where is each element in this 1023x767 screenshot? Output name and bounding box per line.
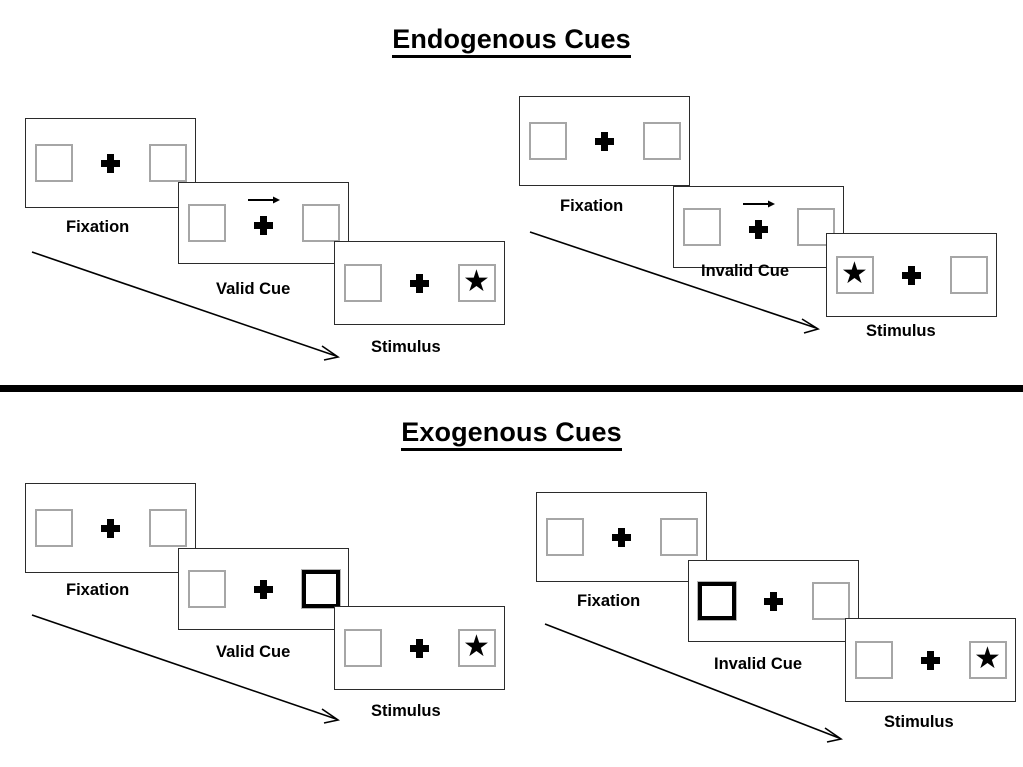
target-star-icon: ★ bbox=[463, 265, 490, 298]
stimulus-box-left bbox=[187, 570, 226, 608]
fixation-cross-icon bbox=[764, 591, 783, 611]
stimulus-box-left: ★ bbox=[835, 256, 874, 294]
fixation-cross-icon bbox=[410, 638, 429, 658]
section-title-exogenous-text: Exogenous Cues bbox=[401, 417, 622, 451]
fixation-centre bbox=[91, 518, 131, 538]
section-title-endogenous-text: Endogenous Cues bbox=[392, 24, 631, 58]
fixation-cross-icon bbox=[254, 579, 273, 599]
section-title-exogenous: Exogenous Cues bbox=[0, 417, 1023, 451]
fixation-centre bbox=[892, 265, 932, 285]
panel-endogenous-valid-stimulus: ★ bbox=[334, 241, 505, 325]
fixation-centre bbox=[585, 131, 625, 151]
stimulus-box-right bbox=[659, 518, 698, 556]
fixation-cross-icon bbox=[921, 650, 940, 670]
panel-endogenous-valid-cue bbox=[178, 182, 349, 264]
stimulus-box-left bbox=[545, 518, 584, 556]
stage-label-stimulus: Stimulus bbox=[371, 338, 441, 356]
fixation-centre bbox=[754, 591, 794, 611]
panel-exogenous-valid-stimulus: ★ bbox=[334, 606, 505, 690]
fixation-centre bbox=[244, 196, 284, 235]
section-divider bbox=[0, 385, 1023, 392]
stimulus-box-left bbox=[343, 264, 382, 302]
stage-label-invalid-cue: Invalid Cue bbox=[701, 262, 790, 280]
panel-exogenous-invalid-fixation bbox=[536, 492, 707, 582]
stimulus-box-left bbox=[34, 144, 73, 182]
stimulus-box-right bbox=[811, 582, 850, 620]
stimulus-box-right bbox=[949, 256, 988, 294]
stimulus-box-right bbox=[148, 144, 187, 182]
stimulus-box-right: ★ bbox=[457, 264, 496, 302]
fixation-cross-icon bbox=[410, 273, 429, 293]
stage-label-stimulus: Stimulus bbox=[866, 322, 936, 340]
fixation-centre bbox=[244, 579, 284, 599]
fixation-cross-icon bbox=[902, 265, 921, 285]
panel-exogenous-valid-fixation bbox=[25, 483, 196, 573]
panel-endogenous-invalid-fixation bbox=[519, 96, 690, 186]
stimulus-box-right: ★ bbox=[457, 629, 496, 667]
stage-label-stimulus: Stimulus bbox=[884, 713, 954, 731]
panel-exogenous-invalid-stimulus: ★ bbox=[845, 618, 1016, 702]
stimulus-box-right bbox=[642, 122, 681, 160]
panel-endogenous-valid-fixation bbox=[25, 118, 196, 208]
fixation-cross-icon bbox=[749, 219, 768, 239]
fixation-centre bbox=[739, 200, 779, 239]
target-star-icon: ★ bbox=[841, 257, 868, 290]
stage-label-invalid-cue: Invalid Cue bbox=[714, 655, 803, 673]
stage-label-fixation: Fixation bbox=[560, 197, 624, 215]
stimulus-box-right: ★ bbox=[968, 641, 1007, 679]
stage-label-valid-cue: Valid Cue bbox=[216, 280, 291, 298]
cued-box-left bbox=[697, 582, 736, 620]
section-title-endogenous: Endogenous Cues bbox=[0, 24, 1023, 58]
panel-exogenous-invalid-cue bbox=[688, 560, 859, 642]
fixation-centre bbox=[91, 153, 131, 173]
fixation-centre bbox=[602, 527, 642, 547]
stimulus-box-left bbox=[528, 122, 567, 160]
panel-endogenous-invalid-cue bbox=[673, 186, 844, 268]
stimulus-box-left bbox=[682, 208, 721, 246]
stimulus-box-left bbox=[854, 641, 893, 679]
fixation-cross-icon bbox=[254, 215, 273, 235]
cue-arrow-right-icon bbox=[742, 200, 775, 207]
stimulus-box-left bbox=[187, 204, 226, 242]
fixation-centre bbox=[911, 650, 951, 670]
fixation-cross-icon bbox=[101, 153, 120, 173]
target-star-icon: ★ bbox=[463, 630, 490, 663]
time-arrow-endogenous-valid bbox=[31, 251, 340, 361]
cue-arrow-right-icon bbox=[247, 196, 280, 203]
stage-label-fixation: Fixation bbox=[577, 592, 641, 610]
stimulus-box-right bbox=[301, 204, 340, 242]
fixation-cross-icon bbox=[101, 518, 120, 538]
stimulus-box-left bbox=[343, 629, 382, 667]
target-star-icon: ★ bbox=[974, 642, 1001, 675]
fixation-centre bbox=[400, 273, 440, 293]
stage-label-valid-cue: Valid Cue bbox=[216, 643, 291, 661]
fixation-cross-icon bbox=[612, 527, 631, 547]
fixation-centre bbox=[400, 638, 440, 658]
stage-label-fixation: Fixation bbox=[66, 218, 130, 236]
stimulus-box-right bbox=[148, 509, 187, 547]
fixation-cross-icon bbox=[595, 131, 614, 151]
panel-endogenous-invalid-stimulus: ★ bbox=[826, 233, 997, 317]
stimulus-box-left bbox=[34, 509, 73, 547]
cued-box-right bbox=[301, 570, 340, 608]
stage-label-stimulus: Stimulus bbox=[371, 702, 441, 720]
panel-exogenous-valid-cue bbox=[178, 548, 349, 630]
stage-label-fixation: Fixation bbox=[66, 581, 130, 599]
